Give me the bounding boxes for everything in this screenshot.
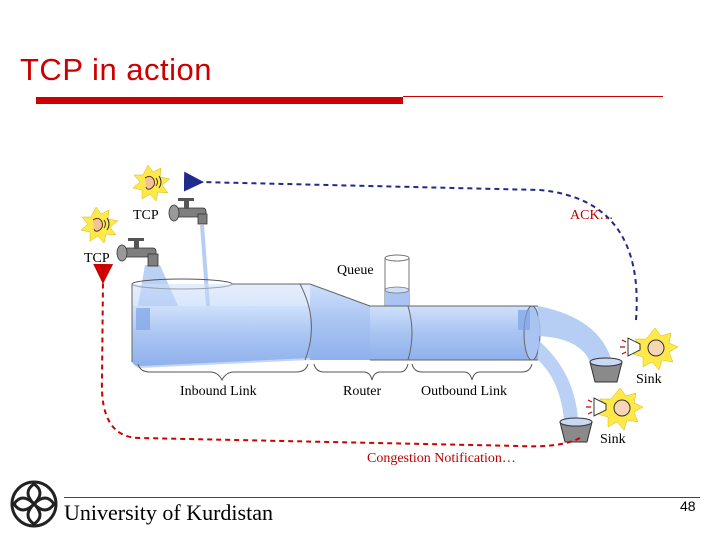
title-underline-rule: [403, 96, 663, 97]
ack-arrow: [183, 171, 638, 321]
footer-rule: [64, 497, 700, 498]
bracket-inbound: [137, 363, 309, 382]
sink-lower-icon: [586, 387, 644, 431]
outflow-streams: [538, 306, 612, 420]
outbound-link-label: Outbound Link: [421, 384, 507, 399]
congestion-notification-label: Congestion Notification…: [367, 451, 516, 466]
sink-label-upper: Sink: [636, 372, 662, 387]
slide-number: 48: [680, 498, 696, 514]
university-name: University of Kurdistan: [64, 500, 273, 525]
congestion-arrow: [93, 263, 581, 448]
tcp-label-lower: TCP: [84, 251, 110, 266]
sink-upper-icon: [620, 327, 679, 371]
title-underline-bar: [36, 97, 403, 104]
ack-label: ACK…: [570, 208, 614, 223]
slide-title: TCP in action: [20, 52, 213, 87]
ear-lower-icon: [80, 206, 119, 244]
bucket-upper: [589, 357, 623, 383]
queue-label: Queue: [337, 263, 374, 278]
tcp-label-upper: TCP: [133, 208, 159, 223]
bracket-outbound: [411, 363, 533, 381]
faucet-lower-icon: [116, 238, 159, 267]
router-label: Router: [343, 384, 382, 399]
queue-column: [384, 254, 410, 311]
bracket-router: [313, 363, 409, 381]
university-logo: [10, 480, 58, 528]
router-pipe: [299, 283, 376, 361]
inbound-link-label: Inbound Link: [180, 384, 257, 399]
ear-upper-icon: [132, 164, 171, 202]
bucket-lower: [559, 417, 593, 443]
faucet-upper-icon: [168, 198, 208, 225]
outbound-pipe: [370, 305, 541, 361]
sink-label-lower: Sink: [600, 432, 626, 447]
inbound-pipe: [131, 278, 310, 368]
